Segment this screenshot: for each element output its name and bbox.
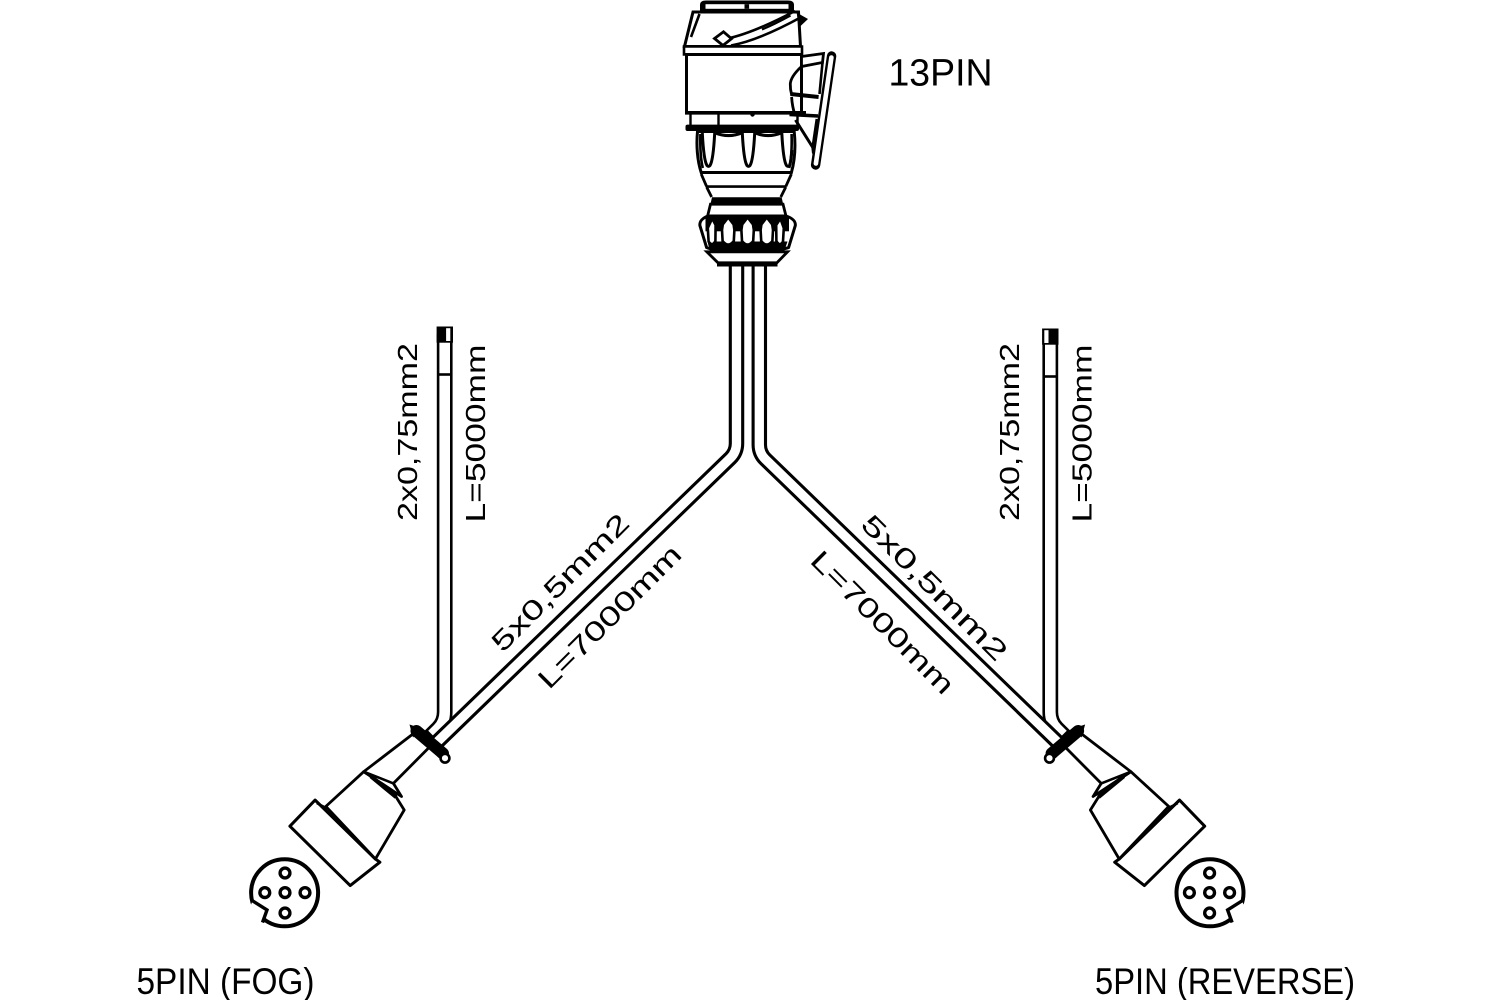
svg-text:2x0,75mm2: 2x0,75mm2 xyxy=(994,343,1025,521)
svg-text:13PIN: 13PIN xyxy=(889,53,993,95)
svg-text:5PIN (REVERSE): 5PIN (REVERSE) xyxy=(1095,961,1355,1000)
svg-text:5PIN (FOG): 5PIN (FOG) xyxy=(137,961,315,1000)
svg-text:L=5000mm: L=5000mm xyxy=(1067,345,1098,523)
svg-text:2x0,75mm2: 2x0,75mm2 xyxy=(392,343,423,521)
svg-text:L=5000mm: L=5000mm xyxy=(460,345,491,523)
